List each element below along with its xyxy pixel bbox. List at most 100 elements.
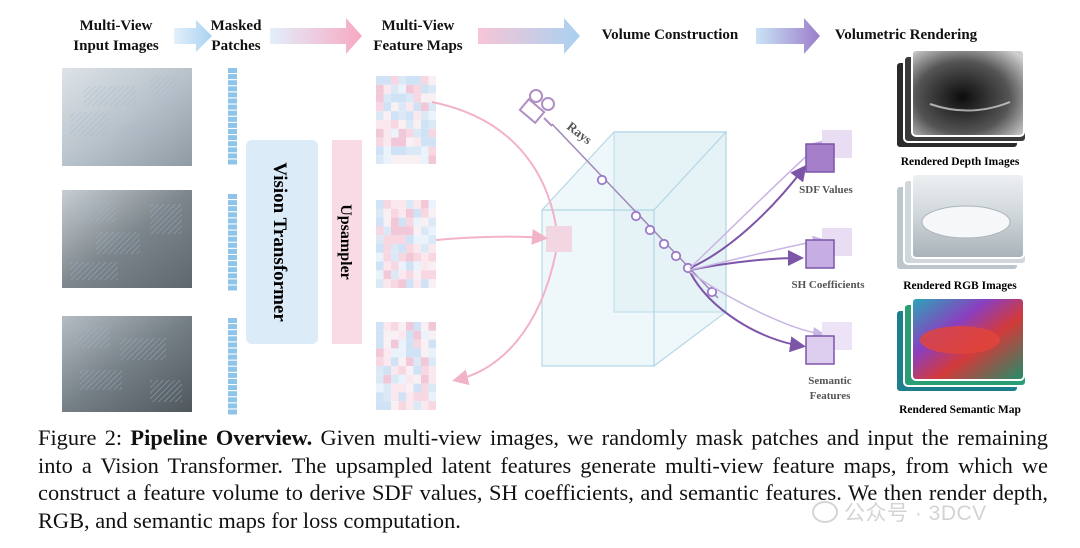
feature-map-cell bbox=[383, 270, 391, 280]
rendered-semantic-label: Rendered Semantic Map bbox=[899, 404, 1021, 416]
feature-map-cell bbox=[383, 401, 391, 410]
feature-map-cell bbox=[421, 339, 429, 349]
feature-map-cell bbox=[428, 383, 436, 393]
feature-map-cell bbox=[421, 76, 429, 85]
patch-cell bbox=[228, 218, 237, 224]
patch-cell bbox=[228, 141, 237, 147]
feature-map-cell bbox=[383, 93, 391, 103]
feature-map-cell bbox=[391, 348, 399, 358]
header-arrow-3 bbox=[478, 18, 580, 54]
caption-body: Given multi-view images, we randomly mas… bbox=[38, 425, 1048, 533]
feature-map-cell bbox=[376, 374, 384, 384]
feature-map-cell bbox=[413, 366, 421, 375]
patch-cell bbox=[228, 391, 237, 397]
ray-sample-point bbox=[630, 210, 642, 222]
feature-map-cell bbox=[398, 322, 406, 331]
feature-map-cell bbox=[421, 261, 429, 271]
camera-icon bbox=[518, 89, 555, 127]
patch-cell bbox=[228, 80, 237, 86]
feature-map-cell bbox=[391, 146, 399, 156]
sdf-arrow bbox=[689, 164, 807, 269]
feature-map-cell bbox=[421, 217, 429, 227]
feature-map-cell bbox=[413, 76, 421, 85]
feature-map-cell bbox=[383, 235, 391, 244]
feature-map-cell bbox=[421, 357, 429, 366]
feature-map-cell bbox=[398, 401, 406, 410]
feature-map-cell bbox=[376, 120, 384, 129]
feature-map-cell bbox=[398, 392, 406, 402]
semantic-arrow bbox=[689, 271, 806, 353]
feature-map-cell bbox=[391, 392, 399, 402]
feature-map-cell bbox=[413, 348, 421, 358]
feature-map-cell bbox=[398, 330, 406, 340]
feature-map-cell bbox=[383, 322, 391, 331]
patch-cell bbox=[228, 409, 237, 415]
feature-map-cell bbox=[406, 146, 414, 156]
feature-map-cell bbox=[398, 235, 406, 244]
stage-label-volume: Volume Construction bbox=[602, 27, 739, 43]
feature-map-cell bbox=[406, 102, 414, 112]
feature-map-cell bbox=[428, 374, 436, 384]
feature-map-cell bbox=[421, 348, 429, 358]
patch-cell bbox=[228, 285, 237, 291]
feature-map-cell bbox=[413, 383, 421, 393]
feature-map-cell bbox=[391, 235, 399, 244]
rendered-depth-stack bbox=[895, 49, 1027, 149]
feature-map-cell bbox=[398, 226, 406, 236]
feature-map-cell bbox=[406, 357, 414, 366]
feature-map-cell bbox=[428, 137, 436, 147]
feature-map-cell bbox=[376, 102, 384, 112]
feature-map-cell bbox=[376, 208, 384, 218]
feature-map-cell bbox=[428, 244, 436, 253]
feature-flow-arrow-3 bbox=[452, 251, 557, 386]
feature-map-cell bbox=[383, 102, 391, 112]
patch-cell bbox=[228, 153, 237, 159]
feature-map-cell bbox=[376, 392, 384, 402]
feature-map-cell bbox=[421, 84, 429, 94]
upsampler-label: Upsampler bbox=[337, 204, 354, 280]
feature-map-cell bbox=[391, 137, 399, 147]
feature-map-cell bbox=[398, 155, 406, 164]
ray-sample-point bbox=[596, 174, 608, 186]
feature-map-cell bbox=[406, 392, 414, 402]
feature-map-cell bbox=[376, 235, 384, 244]
feature-map-cell bbox=[383, 200, 391, 209]
feature-map-cell bbox=[413, 339, 421, 349]
feature-map-cell bbox=[376, 261, 384, 271]
feature-map-cell bbox=[406, 252, 414, 262]
feature-map-cell bbox=[421, 155, 429, 164]
feature-map-cell bbox=[391, 111, 399, 120]
feature-map-cell bbox=[391, 339, 399, 349]
feature-map-cell bbox=[413, 357, 421, 366]
feature-map-cell bbox=[376, 137, 384, 147]
feature-map-cell bbox=[383, 208, 391, 218]
feature-map-cell bbox=[413, 84, 421, 94]
feature-map-cell bbox=[428, 348, 436, 358]
patch-cell bbox=[228, 92, 237, 98]
feature-map-cell bbox=[383, 146, 391, 156]
feature-map-cell bbox=[376, 270, 384, 280]
feature-map-cell bbox=[428, 235, 436, 244]
watermark: 公众号 · 3DCV bbox=[812, 497, 987, 527]
feature-map-cell bbox=[421, 200, 429, 209]
feature-map-cell bbox=[406, 120, 414, 129]
feature-map-cell bbox=[398, 76, 406, 85]
rendered-rgb-stack bbox=[895, 173, 1027, 271]
feature-flow-arrow-1 bbox=[431, 101, 557, 227]
feature-map-cell bbox=[376, 76, 384, 85]
caption-prefix: Figure 2: bbox=[38, 425, 131, 450]
sh-coefficients-label: SH Coefficients bbox=[791, 279, 865, 291]
wechat-icon bbox=[812, 501, 838, 523]
feature-map-cell bbox=[398, 84, 406, 94]
patch-cell bbox=[228, 200, 237, 206]
feature-map-cell bbox=[398, 348, 406, 358]
feature-map-cell bbox=[428, 120, 436, 129]
feature-map-cell bbox=[406, 93, 414, 103]
feature-map-cell bbox=[406, 76, 414, 85]
patch-cell bbox=[228, 372, 237, 378]
feature-map-cell bbox=[376, 366, 384, 375]
patch-cell bbox=[228, 224, 237, 230]
feature-map-cell bbox=[398, 200, 406, 209]
upsampler-block bbox=[332, 140, 362, 344]
feature-map-cell bbox=[398, 128, 406, 138]
